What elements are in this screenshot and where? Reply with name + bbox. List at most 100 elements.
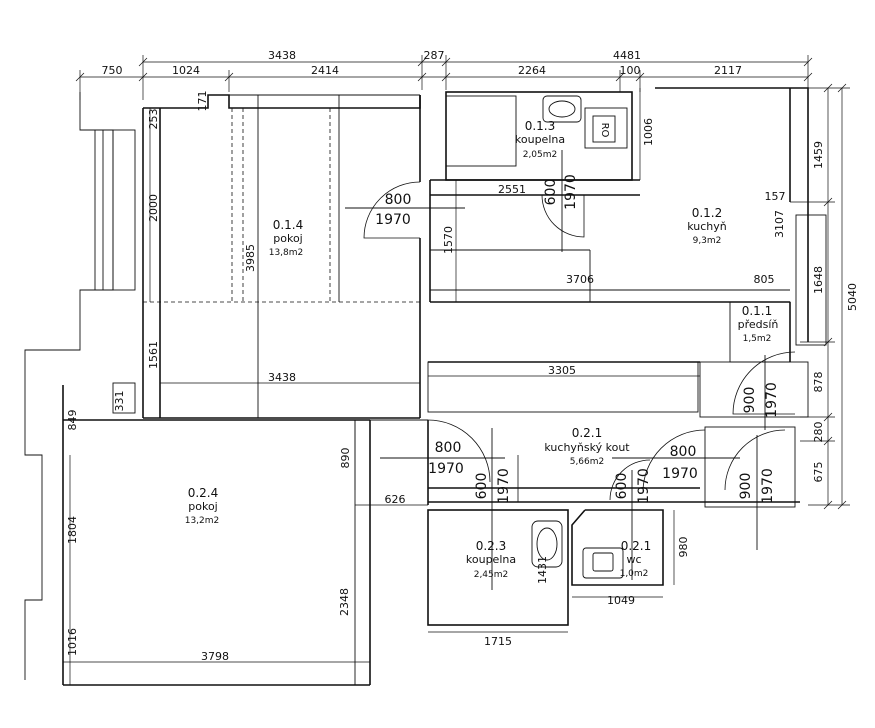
dim-1024-top: 1024 — [172, 64, 200, 77]
svg-text:2,05m2: 2,05m2 — [523, 150, 558, 160]
dim-280: 280 — [812, 422, 825, 443]
toilet-icon — [582, 547, 624, 579]
room-0-2-4: 0.2.4 pokoj 13,2m2 — [185, 486, 220, 526]
room-0-1-4: 0.1.4 pokoj 13,8m2 — [269, 218, 304, 258]
dim-287-top: 287 — [424, 49, 445, 62]
dim-1431: 1431 — [536, 556, 549, 584]
bathtub-icon — [531, 520, 563, 568]
door-height: 1970 — [760, 468, 776, 504]
door-width: 900 — [742, 387, 758, 414]
dim-100-top: 100 — [620, 64, 641, 77]
dim-2000: 2000 — [147, 194, 160, 222]
dim-1006: 1006 — [642, 118, 655, 146]
washer-icon — [584, 107, 628, 149]
dim-805: 805 — [754, 273, 775, 286]
dim-1648: 1648 — [812, 266, 825, 294]
svg-text:kuchyňský kout: kuchyňský kout — [544, 441, 630, 454]
room-0-2-3: 0.2.3 koupelna 2,45m2 — [466, 539, 516, 580]
svg-text:0.2.1: 0.2.1 — [572, 426, 603, 440]
right-dimension-chains: 1459 1648 5040 878 280 675 3107 157 — [765, 83, 859, 510]
svg-text:pokoj: pokoj — [188, 500, 217, 513]
door-width: 900 — [738, 473, 754, 500]
dim-3438-mid: 3438 — [268, 371, 296, 384]
door-width: 600 — [543, 179, 559, 206]
svg-text:0.2.3: 0.2.3 — [476, 539, 507, 553]
door-height: 1970 — [375, 212, 411, 228]
svg-text:0.2.4: 0.2.4 — [188, 486, 219, 500]
walls — [24, 87, 827, 686]
svg-text:koupelna: koupelna — [515, 133, 565, 146]
dim-1715: 1715 — [484, 635, 512, 648]
dim-171: 171 — [196, 91, 209, 112]
svg-text:5,66m2: 5,66m2 — [570, 457, 605, 467]
dim-2264-top: 2264 — [518, 64, 546, 77]
dim-1804: 1804 — [66, 516, 79, 544]
dim-331: 331 — [113, 391, 126, 412]
svg-text:0.1.1: 0.1.1 — [742, 304, 773, 318]
fixtures: RO — [531, 95, 628, 579]
dim-3107: 3107 — [773, 210, 786, 238]
svg-text:0.2.1: 0.2.1 — [621, 539, 652, 553]
dim-1049: 1049 — [607, 594, 635, 607]
door-swing — [363, 181, 421, 239]
door-height: 1970 — [428, 461, 464, 477]
room-0-1-2: 0.1.2 kuchyň 9,3m2 — [687, 206, 727, 246]
door-height: 1970 — [636, 468, 652, 504]
dim-890: 890 — [339, 448, 352, 469]
dim-849: 849 — [66, 410, 79, 431]
door-width: 600 — [614, 473, 630, 500]
top-dimension-chains: 3438 287 4481 750 1024 2414 2264 100 211… — [75, 49, 813, 100]
svg-text:pokoj: pokoj — [273, 232, 302, 245]
dim-3985: 3985 — [244, 244, 257, 272]
dim-878: 878 — [812, 372, 825, 393]
svg-text:předsíň: předsíň — [738, 318, 779, 331]
svg-text:RO: RO — [599, 123, 610, 138]
dim-1570: 1570 — [442, 226, 455, 254]
svg-text:koupelna: koupelna — [466, 553, 516, 566]
door-width: 600 — [474, 473, 490, 500]
room-labels: 0.1.4 pokoj 13,8m2 0.1.3 koupelna 2,05m2… — [185, 119, 779, 580]
room-0-2-1-kitchenette: 0.2.1 kuchyňský kout 5,66m2 — [544, 426, 630, 467]
dim-1561: 1561 — [147, 341, 160, 369]
svg-text:2,45m2: 2,45m2 — [474, 570, 509, 580]
dim-1016: 1016 — [66, 628, 79, 656]
dim-626: 626 — [385, 493, 406, 506]
door-width: 800 — [670, 444, 697, 460]
door-height: 1970 — [764, 382, 780, 418]
room-0-1-1: 0.1.1 předsíň 1,5m2 — [738, 304, 779, 344]
svg-text:0.1.2: 0.1.2 — [692, 206, 723, 220]
dim-675: 675 — [812, 462, 825, 483]
doors: 800 1970 600 1970 900 1970 800 1970 600 … — [345, 150, 796, 590]
svg-text:13,8m2: 13,8m2 — [269, 248, 304, 258]
dim-2551: 2551 — [498, 183, 526, 196]
room-0-1-3: 0.1.3 koupelna 2,05m2 — [515, 119, 565, 160]
dim-3798: 3798 — [201, 650, 229, 663]
dim-157: 157 — [765, 190, 786, 203]
dim-2348: 2348 — [338, 588, 351, 616]
dim-2117-top: 2117 — [714, 64, 742, 77]
interior-dimensions: 171 253 2000 3985 1561 3438 331 849 1006… — [63, 88, 775, 685]
svg-text:9,3m2: 9,3m2 — [693, 236, 722, 246]
svg-text:0.1.3: 0.1.3 — [525, 119, 556, 133]
sink-icon — [542, 95, 582, 123]
svg-text:1,5m2: 1,5m2 — [743, 334, 772, 344]
dim-2414-top: 2414 — [311, 64, 339, 77]
svg-text:1,0m2: 1,0m2 — [620, 569, 649, 579]
dim-253: 253 — [147, 109, 160, 130]
dim-4481-top: 4481 — [613, 49, 641, 62]
door-height: 1970 — [563, 174, 579, 210]
svg-text:kuchyň: kuchyň — [687, 220, 727, 233]
svg-text:0.1.4: 0.1.4 — [273, 218, 304, 232]
dim-3438-top: 3438 — [268, 49, 296, 62]
svg-text:13,2m2: 13,2m2 — [185, 516, 220, 526]
door-height: 1970 — [662, 466, 698, 482]
door-width: 800 — [435, 440, 462, 456]
dim-3706: 3706 — [566, 273, 594, 286]
dim-980: 980 — [677, 537, 690, 558]
door-width: 800 — [385, 192, 412, 208]
dim-5040: 5040 — [846, 283, 859, 311]
dim-3305: 3305 — [548, 364, 576, 377]
room-0-2-1-wc: 0.2.1 wc 1,0m2 — [620, 539, 652, 579]
dim-1459: 1459 — [812, 141, 825, 169]
